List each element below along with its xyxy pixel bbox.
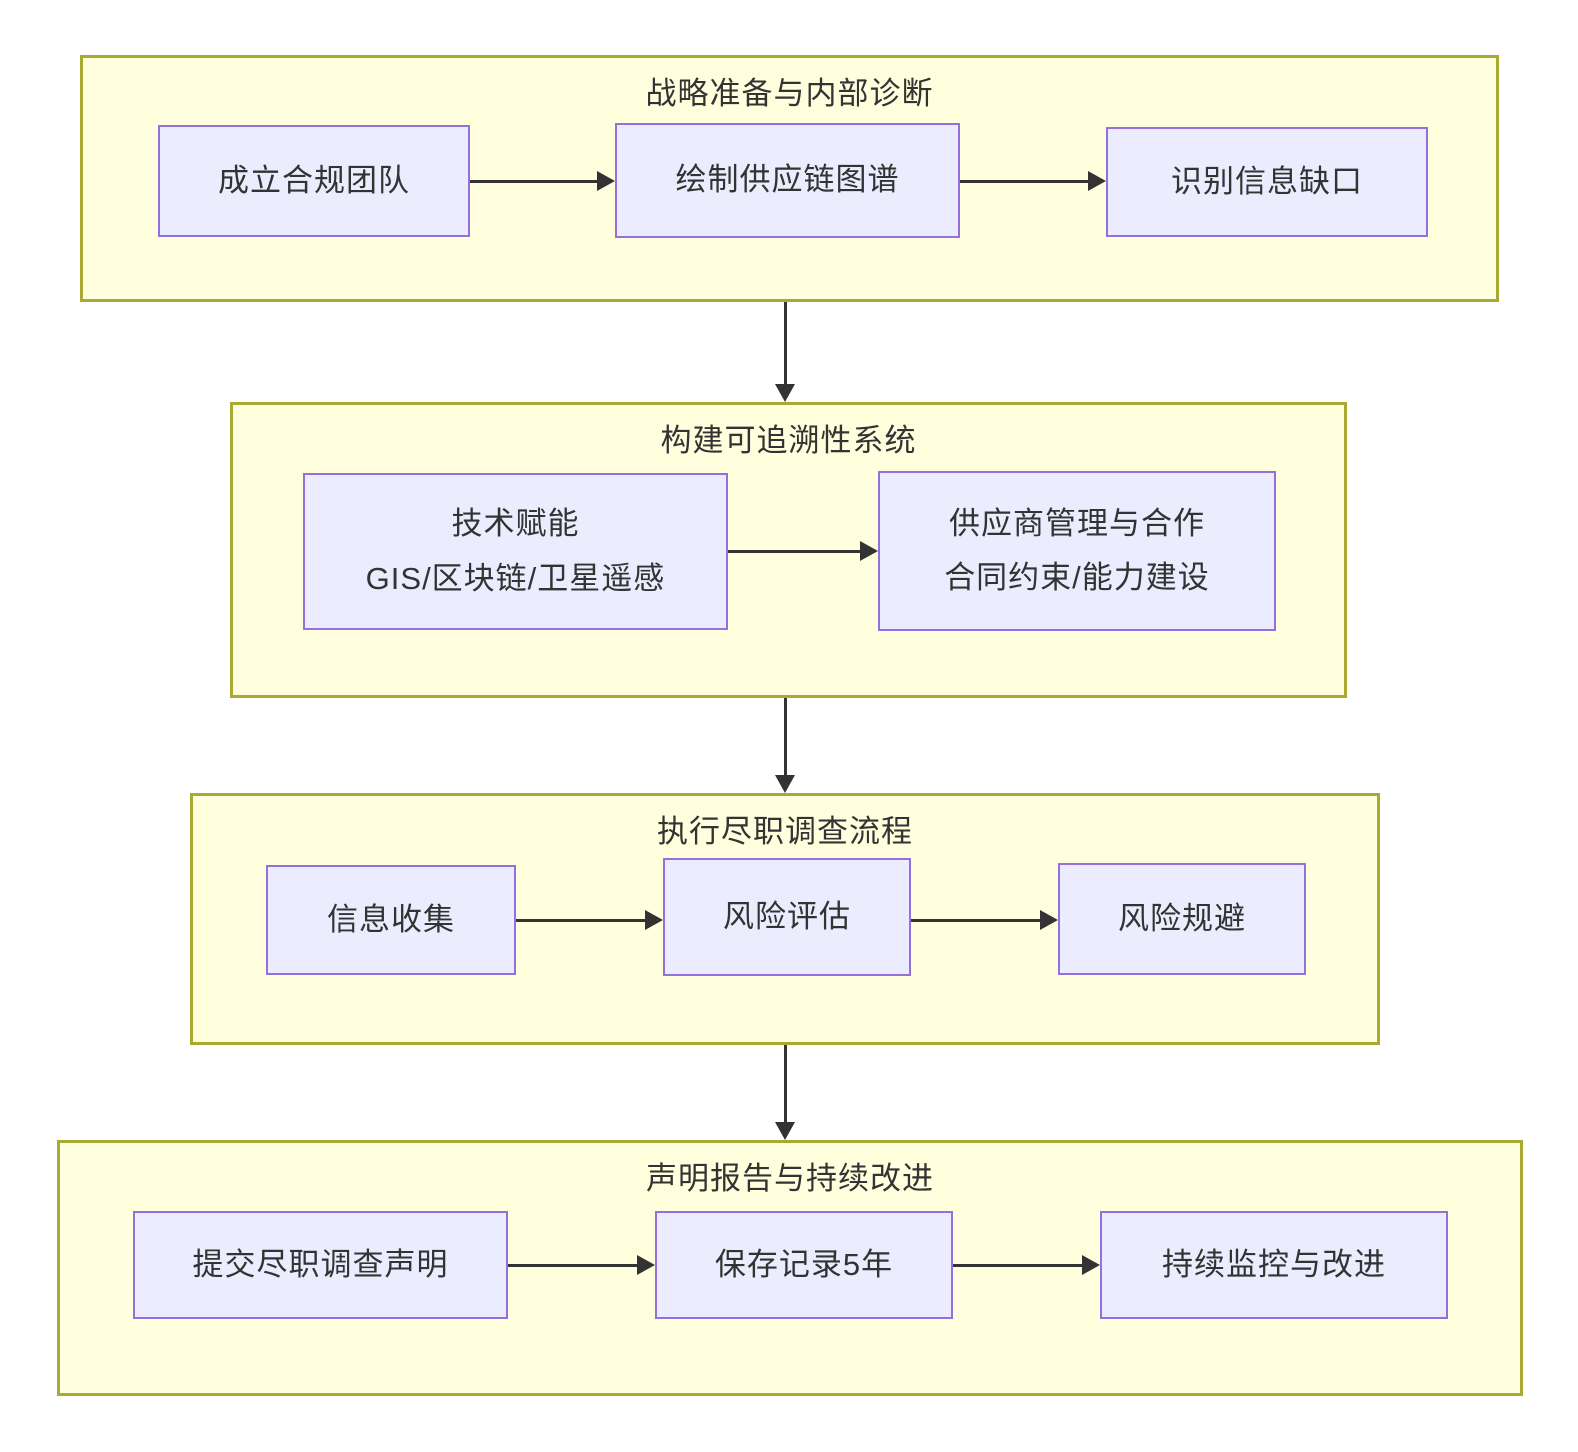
arrow-head-icon: [1040, 910, 1058, 930]
arrow-head-icon: [597, 171, 615, 191]
arrow-line: [470, 180, 598, 183]
node-label-line1: 技术赋能: [451, 506, 580, 542]
arrow-head-icon: [860, 541, 878, 561]
node-identify-info-gaps: 识别信息缺口: [1106, 127, 1428, 237]
arrow-line: [784, 698, 787, 777]
phase-title: 构建可追溯性系统: [660, 423, 917, 458]
node-supplier-management: 供应商管理与合作 合同约束/能力建设: [878, 471, 1276, 631]
node-label: 成立合规团队: [218, 162, 410, 198]
phase-declaration-improvement: 声明报告与持续改进 提交尽职调查声明 保存记录5年 持续监控与改进: [57, 1140, 1523, 1396]
node-label: 风险评估: [723, 898, 851, 934]
node-label-line2: GIS/区块链/卫星遥感: [365, 560, 666, 596]
phase-title: 战略准备与内部诊断: [645, 76, 934, 111]
arrow-head-icon: [775, 384, 795, 402]
arrow-head-icon: [637, 1255, 655, 1275]
phase-title: 声明报告与持续改进: [646, 1161, 934, 1196]
node-label-line2: 合同约束/能力建设: [944, 560, 1210, 595]
node-establish-compliance-team: 成立合规团队: [158, 125, 470, 237]
node-keep-records-5-years: 保存记录5年: [655, 1211, 953, 1319]
node-risk-assessment: 风险评估: [663, 858, 911, 976]
node-label: 保存记录5年: [714, 1246, 894, 1282]
arrow-line: [508, 1264, 638, 1267]
node-label: 提交尽职调查声明: [192, 1246, 449, 1282]
arrow-line: [784, 302, 787, 386]
node-submit-dd-statement: 提交尽职调查声明: [133, 1211, 508, 1319]
node-label: 信息收集: [327, 901, 455, 937]
node-label: 风险规避: [1118, 900, 1246, 936]
arrow-line: [953, 1264, 1083, 1267]
arrow-line: [911, 919, 1041, 922]
arrow-line: [960, 180, 1089, 183]
phase-strategic-preparation: 战略准备与内部诊断 成立合规团队 绘制供应链图谱 识别信息缺口: [80, 55, 1499, 302]
node-map-supply-chain: 绘制供应链图谱: [615, 123, 960, 238]
phase-due-diligence: 执行尽职调查流程 信息收集 风险评估 风险规避: [190, 793, 1380, 1045]
node-risk-mitigation: 风险规避: [1058, 863, 1306, 975]
arrow-head-icon: [1088, 171, 1106, 191]
arrow-line: [728, 550, 860, 553]
node-continuous-monitoring: 持续监控与改进: [1100, 1211, 1448, 1319]
node-label: 识别信息缺口: [1171, 163, 1363, 199]
node-label: 绘制供应链图谱: [675, 162, 900, 198]
phase-title: 执行尽职调查流程: [657, 814, 913, 849]
node-technology-enablement: 技术赋能 GIS/区块链/卫星遥感: [303, 473, 728, 630]
node-label: 持续监控与改进: [1162, 1246, 1386, 1282]
arrow-head-icon: [645, 910, 663, 930]
arrow-head-icon: [775, 1122, 795, 1140]
arrow-head-icon: [1082, 1255, 1100, 1275]
arrow-line: [784, 1045, 787, 1124]
phase-traceability-system: 构建可追溯性系统 技术赋能 GIS/区块链/卫星遥感 供应商管理与合作 合同约束…: [230, 402, 1347, 698]
arrow-line: [516, 919, 646, 922]
node-label-line1: 供应商管理与合作: [949, 505, 1205, 541]
node-information-collection: 信息收集: [266, 865, 516, 975]
arrow-head-icon: [775, 775, 795, 793]
